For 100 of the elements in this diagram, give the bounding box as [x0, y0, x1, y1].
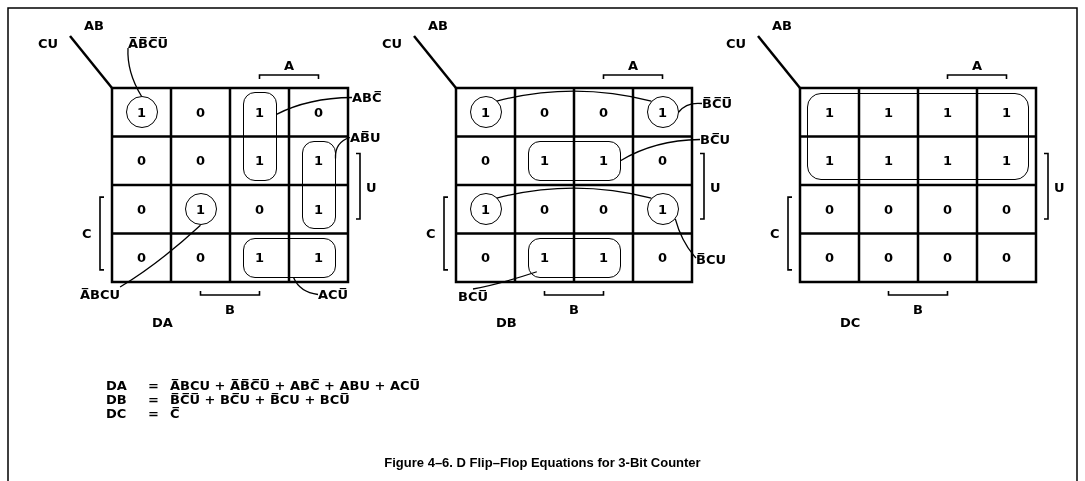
cell-value: 0	[656, 250, 668, 266]
term-label: BCU̅	[458, 289, 488, 304]
cell-value: 1	[597, 153, 609, 169]
leader-line	[275, 96, 353, 116]
axis-label: AB	[428, 18, 448, 33]
cell-value: 0	[538, 201, 550, 217]
axis-label: A	[284, 58, 295, 73]
cell-value: 1	[882, 153, 894, 169]
figure-caption: Figure 4–6. D Flip–Flop Equations for 3-Bit Counter	[383, 455, 702, 470]
cell-value: 1	[253, 104, 265, 120]
leader-line	[472, 271, 538, 290]
axis-label: AB	[772, 18, 792, 33]
cell-value: 0	[253, 201, 265, 217]
term-label: B̅C̅U̅	[702, 96, 732, 111]
cell-value: 0	[479, 153, 491, 169]
cell-value: 1	[1000, 153, 1012, 169]
leader-line	[119, 224, 202, 288]
boolean-expression: B̅C̅U̅ + BC̅U + B̅CU + BCU̅	[170, 392, 350, 407]
axis-label: B	[225, 302, 235, 317]
cell-value: 0	[479, 250, 491, 266]
axis-label: U	[1054, 180, 1065, 196]
cell-value: 1	[823, 153, 835, 169]
cell-value: 1	[312, 201, 324, 217]
cell-value: 1	[538, 250, 550, 266]
term-label: B̅CU	[696, 252, 726, 267]
cell-value: 1	[479, 201, 491, 217]
cell-value: 0	[941, 250, 953, 266]
equals-sign: =	[148, 378, 159, 393]
cell-value: 1	[538, 153, 550, 169]
equation-name: DA	[106, 378, 127, 393]
axis-label: U	[366, 180, 377, 196]
axis-label: AB	[84, 18, 104, 33]
axis-label: CU	[382, 36, 403, 51]
axis-label: CU	[726, 36, 747, 51]
map-title: DA	[152, 315, 173, 330]
cell-value: 0	[597, 104, 609, 120]
cell-value: 1	[882, 104, 894, 120]
axis-label: CU	[38, 36, 59, 51]
group-loop	[301, 140, 336, 230]
axis-label: A	[628, 58, 639, 73]
cell-value: 0	[194, 153, 206, 169]
cell-value: 0	[882, 250, 894, 266]
cell-value: 1	[941, 153, 953, 169]
term-label: ABC̅	[352, 90, 382, 105]
cell-value: 1	[135, 104, 147, 120]
map-title: DC	[840, 315, 861, 330]
axis-label: U	[710, 180, 721, 196]
cell-value: 1	[253, 153, 265, 169]
axis-label: C	[770, 226, 780, 242]
term-label: BC̅U	[700, 132, 730, 147]
cell-value: 1	[656, 104, 668, 120]
cell-value: 0	[194, 104, 206, 120]
cell-value: 0	[312, 104, 324, 120]
cell-value: 1	[312, 153, 324, 169]
axis-label: B	[569, 302, 579, 317]
cell-value: 0	[1000, 201, 1012, 217]
cell-value: 0	[135, 201, 147, 217]
cell-value: 0	[538, 104, 550, 120]
cell-value: 1	[823, 104, 835, 120]
boolean-expression: A̅BCU + A̅B̅C̅U̅ + ABC̅ + ABU + ACU̅	[170, 378, 421, 393]
cell-value: 1	[479, 104, 491, 120]
cell-value: 0	[1000, 250, 1012, 266]
cell-value: 1	[253, 250, 265, 266]
equals-sign: =	[148, 392, 159, 407]
cell-value: 1	[312, 250, 324, 266]
equation-name: DB	[106, 392, 127, 407]
leader-line	[496, 90, 652, 102]
leader-line	[619, 138, 701, 162]
boolean-expression: C̅	[170, 406, 180, 421]
cell-value: 0	[823, 250, 835, 266]
cell-value: 0	[823, 201, 835, 217]
axis-label: B	[913, 302, 923, 317]
cell-value: 1	[941, 104, 953, 120]
leader-line	[674, 218, 697, 259]
axis-label: C	[426, 226, 436, 242]
group-loop	[807, 93, 1029, 180]
group-loop	[242, 237, 336, 278]
axis-label: C	[82, 226, 92, 242]
group-loop	[527, 140, 621, 181]
term-label: A̅B̅C̅U̅	[128, 36, 169, 51]
leader-line	[496, 187, 652, 199]
cell-value: 0	[941, 201, 953, 217]
cell-value: 1	[656, 201, 668, 217]
axis-label: A	[972, 58, 983, 73]
equation-name: DC	[106, 406, 127, 421]
cell-value: 1	[597, 250, 609, 266]
cell-value: 0	[656, 153, 668, 169]
cell-value: 0	[135, 250, 147, 266]
cell-value: 1	[194, 201, 206, 217]
leader-line	[127, 47, 143, 97]
term-label: A̅BCU	[80, 287, 121, 302]
leader-line	[293, 277, 319, 296]
group-loop	[242, 92, 277, 181]
cell-value: 0	[597, 201, 609, 217]
cell-value: 0	[194, 250, 206, 266]
map-title: DB	[496, 315, 517, 330]
cell-value: 1	[1000, 104, 1012, 120]
group-loop	[527, 237, 621, 278]
leader-line	[677, 102, 703, 113]
cell-value: 0	[882, 201, 894, 217]
